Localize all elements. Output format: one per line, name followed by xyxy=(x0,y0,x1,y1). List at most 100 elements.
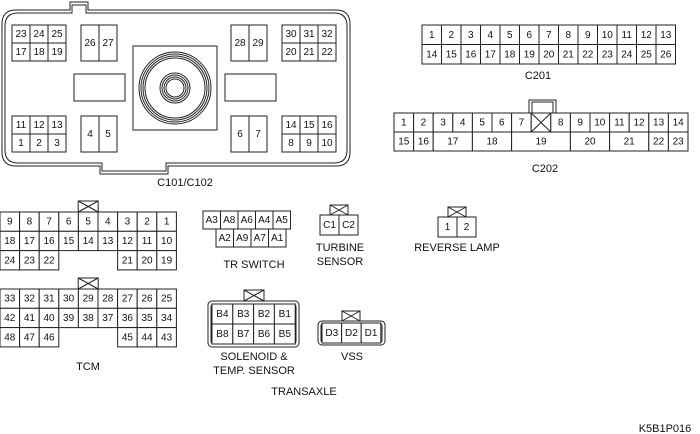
tcm-pin-34-label: 34 xyxy=(161,313,173,324)
c202-pin-3-label: 3 xyxy=(440,118,446,129)
vss-pin-D2-label: D2 xyxy=(345,328,358,339)
turbine-pin-C2-label: C2 xyxy=(342,220,355,231)
c201-pin-25-label: 25 xyxy=(641,49,653,60)
tcm-pin-5-label: 5 xyxy=(85,217,91,228)
turbine-label-line2: SENSOR xyxy=(317,256,364,268)
tcm-pin-42-label: 42 xyxy=(4,313,16,324)
c201-pin-12-label: 12 xyxy=(641,30,653,41)
c202-pin-19-label: 19 xyxy=(535,137,547,148)
diagram-id: K5B1P016 xyxy=(639,423,692,434)
c201-pin-20-label: 20 xyxy=(543,49,555,60)
tr-pin-A1-label: A1 xyxy=(271,233,284,244)
c201-pin-10-label: 10 xyxy=(602,30,614,41)
c201-pin-6-label: 6 xyxy=(526,30,532,41)
c201-pin-18-label: 18 xyxy=(504,49,516,60)
c202-pin-21-label: 21 xyxy=(624,137,636,148)
solenoid-pin-B5-label: B5 xyxy=(279,329,292,340)
tr-pin-A9-label: A9 xyxy=(236,233,249,244)
c101-pin-32-label: 32 xyxy=(321,29,333,40)
tcm-pin-40-label: 40 xyxy=(43,313,55,324)
c202-pin-8-label: 8 xyxy=(558,118,564,129)
tcm-pin-37-label: 37 xyxy=(102,313,114,324)
tcm-pin-22 xyxy=(38,250,60,271)
tcm-pin-31-label: 31 xyxy=(43,294,55,305)
tcm-pin-44-label: 44 xyxy=(141,332,153,343)
c201-pin-1-label: 1 xyxy=(429,30,435,41)
c101-pin-28-label: 28 xyxy=(234,38,246,49)
c101-pin-20-label: 20 xyxy=(285,47,297,58)
tcm-pin-15-label: 15 xyxy=(63,236,75,247)
tcm-pin-3-label: 3 xyxy=(125,217,131,228)
tcm-pin-26-label: 26 xyxy=(141,294,153,305)
vss-pin-D1-label: D1 xyxy=(365,328,378,339)
c202-pin-9-label: 9 xyxy=(577,118,583,129)
c202-pin-10-label: 10 xyxy=(594,118,606,129)
tcm-pin-43-label: 43 xyxy=(161,332,173,343)
c201-label: C201 xyxy=(525,70,551,82)
tcm-pin-2-label: 2 xyxy=(144,217,150,228)
solenoid-pin-B3-label: B3 xyxy=(237,309,250,320)
reverse-lamp-pin-2-label: 2 xyxy=(464,222,470,233)
c201-pin-15-label: 15 xyxy=(446,49,458,60)
tcm-pin-17-label: 17 xyxy=(24,236,36,247)
c202-pin-17-label: 17 xyxy=(447,137,459,148)
tcm-pin-4-label: 4 xyxy=(105,217,111,228)
c101-pin-27 xyxy=(98,24,118,62)
c201-pin-26 xyxy=(655,44,676,65)
c101-pin-18-label: 18 xyxy=(33,47,45,58)
c202-pin-23-label: 23 xyxy=(673,137,685,148)
c101-pin-8-label: 8 xyxy=(288,138,294,149)
c201-pin-14-label: 14 xyxy=(426,49,438,60)
tcm-pin-38-label: 38 xyxy=(83,313,95,324)
c101-pin-7-label: 7 xyxy=(255,129,261,140)
turbine-pin-C2 xyxy=(338,214,359,236)
tcm-pin-39-label: 39 xyxy=(63,313,75,324)
c101-pin-19-label: 19 xyxy=(51,47,63,58)
tcm-pin-18-label: 18 xyxy=(4,236,16,247)
c101-housing xyxy=(1,1,351,175)
c101-pin-22 xyxy=(317,42,337,62)
tcm-pin-25-label: 25 xyxy=(161,294,173,305)
tcm-pin-30-label: 30 xyxy=(63,294,75,305)
c202-pin-23 xyxy=(667,131,689,152)
c202-pin-14-label: 14 xyxy=(673,118,685,129)
c201-pin-13-label: 13 xyxy=(660,30,672,41)
tcm-pin-27-label: 27 xyxy=(122,294,134,305)
solenoid-pin-B6-label: B6 xyxy=(258,329,271,340)
tcm-pin-46 xyxy=(38,327,60,348)
turbine-pin-C1-label: C1 xyxy=(323,220,336,231)
c101-pin-25-label: 25 xyxy=(51,29,63,40)
c201-pin-2-label: 2 xyxy=(448,30,454,41)
vss-pin-D3-label: D3 xyxy=(325,328,338,339)
tcm-pin-11-label: 11 xyxy=(142,236,153,247)
c101-center-housing xyxy=(132,45,218,131)
c101-pin-23-label: 23 xyxy=(15,29,27,40)
reverse-lamp-connector: 1 2 REVERSE LAMP xyxy=(414,206,500,254)
tr-pin-A2-label: A2 xyxy=(219,233,232,244)
tcm-pin-10-label: 10 xyxy=(161,236,173,247)
c202-pin-2-label: 2 xyxy=(421,118,427,129)
reverse-lamp-label: REVERSE LAMP xyxy=(414,242,500,254)
c202-pin-16-label: 16 xyxy=(418,137,430,148)
tcm-pin-28-label: 28 xyxy=(102,294,114,305)
c202-pin-7-label: 7 xyxy=(519,118,525,129)
reverse-lamp-pin-1-label: 1 xyxy=(445,222,451,233)
c202-pin-1-label: 1 xyxy=(401,118,407,129)
solenoid-pin-B8-label: B8 xyxy=(216,329,229,340)
c101-pin-31-label: 31 xyxy=(303,29,315,40)
c201-pin-22-label: 22 xyxy=(582,49,594,60)
c101-pin-16-label: 16 xyxy=(321,120,333,131)
c201-pin-3-label: 3 xyxy=(468,30,474,41)
tr-pin-A8-label: A8 xyxy=(223,215,236,226)
tcm-pin-36-label: 36 xyxy=(122,313,134,324)
tcm-pin-1-label: 1 xyxy=(164,217,170,228)
tcm-pin-20-label: 20 xyxy=(141,255,153,266)
tcm-pin-32-label: 32 xyxy=(24,294,36,305)
c202-pin-11-label: 11 xyxy=(614,118,625,129)
